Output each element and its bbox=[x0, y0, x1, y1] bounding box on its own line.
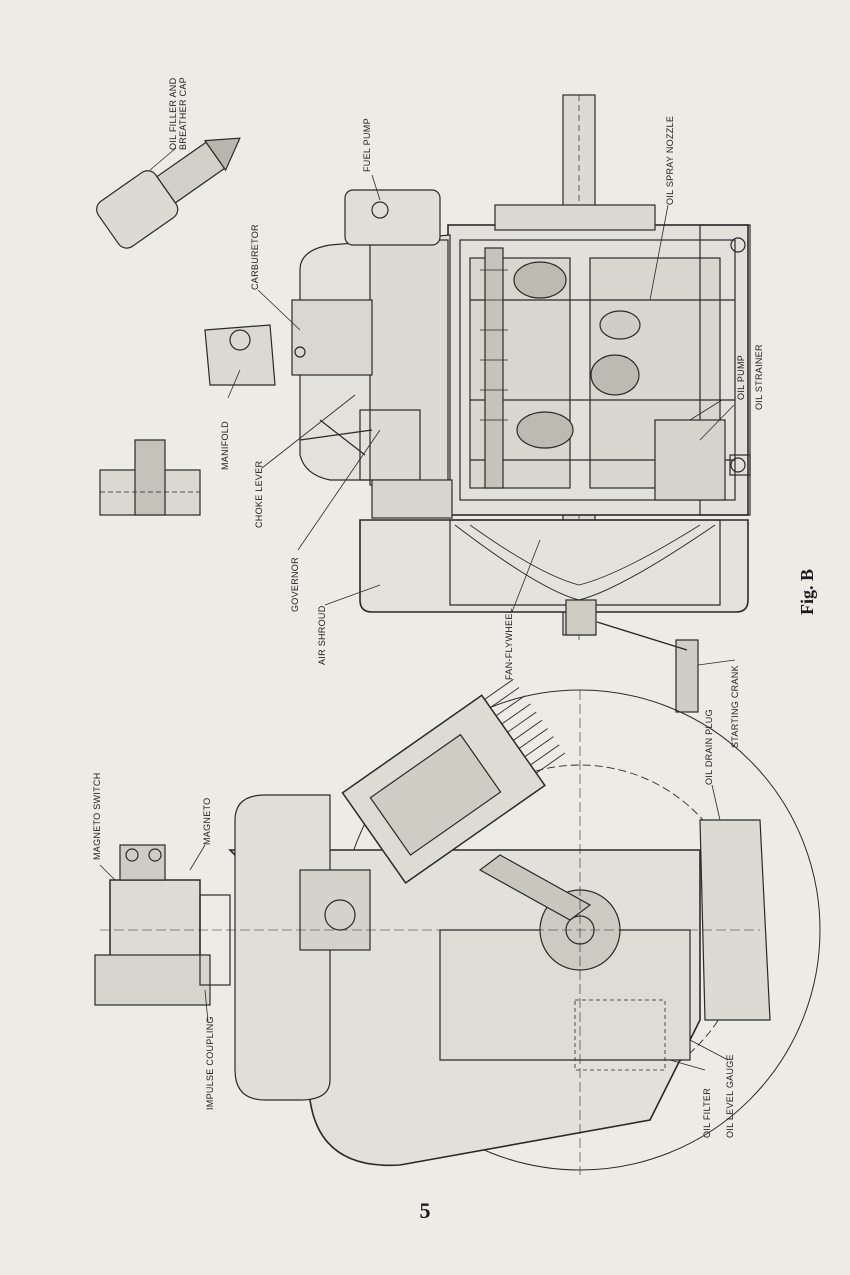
label-starting-crank: STARTING CRANK bbox=[730, 665, 740, 748]
label-oil-level-gauge: OIL LEVEL GAUGE bbox=[725, 1054, 735, 1138]
label-impulse-coupling: IMPULSE COUPLING bbox=[205, 1016, 215, 1110]
label-carburetor: CARBURETOR bbox=[250, 224, 260, 290]
label-oil-pump: OIL PUMP bbox=[736, 355, 746, 400]
page-number: 5 bbox=[419, 1198, 431, 1223]
label-magneto: MAGNETO bbox=[202, 798, 212, 845]
callout-labels: OIL FILLER AND BREATHER CAP FUEL PUMP OI… bbox=[92, 77, 817, 1138]
label-oil-strainer: OIL STRAINER bbox=[754, 344, 764, 410]
label-fan-flywheel: FAN-FLYWHEEL bbox=[504, 608, 514, 680]
bottom-engine-section bbox=[94, 678, 821, 1175]
top-engine-section bbox=[96, 94, 751, 713]
label-air-shroud: AIR SHROUD bbox=[317, 605, 327, 665]
leader-lines bbox=[99, 147, 736, 1071]
label-oil-filler-2: BREATHER CAP bbox=[178, 77, 188, 150]
label-oil-filter: OIL FILTER bbox=[702, 1088, 712, 1138]
label-oil-drain-plug: OIL DRAIN PLUG bbox=[704, 709, 714, 785]
label-oil-spray-nozzle: OIL SPRAY NOZZLE bbox=[665, 116, 675, 205]
label-manifold: MANIFOLD bbox=[220, 421, 230, 470]
label-choke-lever: CHOKE LEVER bbox=[254, 460, 264, 528]
label-fuel-pump: FUEL PUMP bbox=[362, 118, 372, 172]
label-governor: GOVERNOR bbox=[290, 557, 300, 612]
label-magneto-switch: MAGNETO SWITCH bbox=[92, 772, 102, 860]
label-oil-filler-1: OIL FILLER AND bbox=[168, 77, 178, 150]
figure-caption: Fig. B bbox=[797, 569, 817, 615]
